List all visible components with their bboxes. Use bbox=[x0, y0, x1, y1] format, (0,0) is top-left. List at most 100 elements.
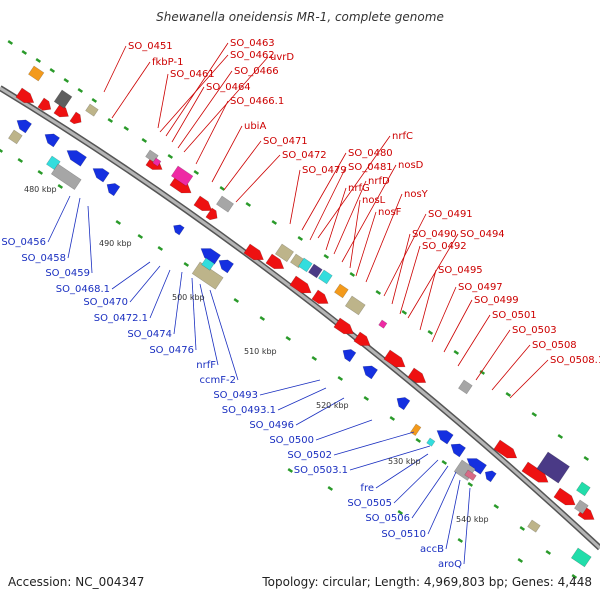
gc-tick bbox=[545, 550, 552, 555]
forward-gene-label-leader bbox=[165, 42, 229, 137]
forward-gene-label-leader bbox=[157, 73, 169, 129]
gc-tick bbox=[77, 88, 84, 93]
gc-tick bbox=[397, 510, 404, 515]
forward-gene-label: nosD bbox=[398, 160, 424, 171]
forward-gene-label: SO_0499 bbox=[474, 295, 519, 306]
forward-gene-box bbox=[576, 481, 591, 497]
reverse-gene-box bbox=[410, 423, 422, 436]
reverse-gene-label-leader bbox=[295, 397, 345, 426]
forward-gene-arrow bbox=[15, 87, 35, 103]
forward-gene-label: fkbP-1 bbox=[152, 57, 183, 68]
reverse-gene-box bbox=[527, 519, 541, 533]
forward-gene-label-leader bbox=[491, 344, 531, 391]
reverse-gene-box bbox=[464, 469, 477, 481]
gc-tick bbox=[311, 356, 318, 361]
reverse-gene-arrow bbox=[466, 458, 487, 475]
reverse-gene-label: ccmF-2 bbox=[200, 375, 236, 386]
gc-tick bbox=[157, 246, 164, 251]
reverse-gene-label-leader bbox=[411, 465, 449, 519]
forward-gene-arrow bbox=[205, 207, 218, 221]
reverse-gene-label: SO_0510 bbox=[381, 529, 426, 540]
reverse-gene-box bbox=[50, 163, 82, 190]
forward-gene-label: SO_0495 bbox=[438, 265, 483, 276]
forward-gene-label: SO_0462 bbox=[230, 50, 275, 61]
reverse-gene-label-leader bbox=[349, 445, 431, 471]
gc-tick bbox=[453, 350, 460, 355]
reverse-gene-label: SO_0502 bbox=[287, 450, 332, 461]
forward-gene-label-leader bbox=[333, 180, 367, 255]
forward-gene-arrow bbox=[407, 367, 427, 383]
gc-tick bbox=[0, 148, 4, 153]
kbp-label: 500 kbp bbox=[172, 293, 205, 302]
reverse-gene-label-leader bbox=[209, 289, 239, 381]
forward-gene-label-leader bbox=[407, 233, 459, 319]
reverse-gene-arrow bbox=[484, 470, 497, 483]
forward-gene-label-leader bbox=[509, 359, 549, 399]
forward-gene-label-leader bbox=[341, 164, 397, 263]
forward-gene-label-leader bbox=[195, 100, 229, 165]
forward-gene-label-leader bbox=[317, 135, 391, 239]
kbp-label: 520 kbp bbox=[316, 401, 349, 410]
forward-gene-label-leader bbox=[349, 199, 361, 269]
forward-gene-label: SO_0492 bbox=[422, 241, 467, 252]
reverse-gene-box bbox=[8, 129, 23, 145]
forward-gene-label: SO_0463 bbox=[230, 38, 275, 49]
reverse-gene-label: SO_0468.1 bbox=[56, 284, 110, 295]
forward-gene-label: SO_0501 bbox=[492, 310, 537, 321]
kbp-label: 480 kbp bbox=[24, 185, 57, 194]
gc-tick bbox=[37, 170, 44, 175]
gene-labels: SO_0451fkbP-1SO_0461SO_0462SO_0463SO_046… bbox=[1, 38, 600, 570]
forward-gene-label-leader bbox=[211, 125, 243, 183]
gc-tick bbox=[285, 336, 292, 341]
forward-gene-box bbox=[28, 65, 45, 82]
forward-gene-label: nrfD bbox=[368, 176, 390, 187]
forward-gene-label: SO_0508 bbox=[532, 340, 577, 351]
accession-label: Accession: NC_004347 bbox=[8, 575, 145, 589]
gc-tick bbox=[401, 310, 408, 315]
reverse-gene-label: accB bbox=[420, 544, 444, 555]
reverse-gene-label: fre bbox=[360, 483, 374, 494]
forward-gene-arrow bbox=[553, 487, 576, 506]
gc-tick bbox=[167, 154, 174, 159]
gc-tick bbox=[363, 396, 370, 401]
forward-gene-label: SO_0497 bbox=[458, 282, 503, 293]
gc-tick bbox=[259, 316, 266, 321]
forward-gene-label-leader bbox=[325, 187, 347, 251]
forward-gene-label: nrfG bbox=[348, 183, 370, 194]
gc-tick bbox=[337, 376, 344, 381]
forward-gene-label-leader bbox=[301, 152, 347, 231]
reverse-gene-label-leader bbox=[427, 471, 457, 535]
forward-gene-arrow bbox=[193, 195, 213, 211]
gc-tick bbox=[233, 298, 240, 303]
forward-gene-label: SO_0503 bbox=[512, 325, 557, 336]
gc-tick bbox=[427, 330, 434, 335]
forward-gene-label: nosY bbox=[404, 189, 429, 200]
forward-gene-label: SO_0471 bbox=[263, 136, 308, 147]
forward-gene-label: SO_0508.1 bbox=[550, 355, 600, 366]
backbone-arc bbox=[0, 85, 600, 551]
forward-gene-label-leader bbox=[391, 233, 411, 305]
gc-tick bbox=[457, 538, 464, 543]
label-leader-lines bbox=[47, 42, 549, 565]
reverse-gene-label: SO_0506 bbox=[365, 513, 410, 524]
reverse-gene-label: SO_0496 bbox=[249, 420, 294, 431]
gc-tick bbox=[505, 392, 512, 397]
gc-tick bbox=[63, 78, 70, 83]
reverse-gene-arrow bbox=[342, 349, 357, 363]
reverse-gene-arrow bbox=[362, 365, 378, 380]
reverse-gene-label: SO_0503.1 bbox=[294, 465, 348, 476]
gc-tick bbox=[517, 558, 524, 563]
gc-tick bbox=[389, 416, 396, 421]
forward-gene-label-leader bbox=[457, 314, 491, 367]
forward-gene-arrow bbox=[37, 97, 52, 111]
gc-tick bbox=[141, 138, 148, 143]
forward-gene-arrow bbox=[69, 111, 82, 125]
forward-gene-box bbox=[53, 89, 73, 109]
forward-gene-label: SO_0479 bbox=[302, 165, 347, 176]
gc-tick bbox=[17, 158, 24, 163]
forward-gene-arrow bbox=[311, 289, 329, 304]
gc-tick bbox=[49, 68, 56, 73]
forward-gene-box bbox=[274, 243, 294, 263]
reverse-gene-label: aroQ bbox=[438, 559, 462, 570]
reverse-gene-arrow bbox=[436, 430, 454, 445]
